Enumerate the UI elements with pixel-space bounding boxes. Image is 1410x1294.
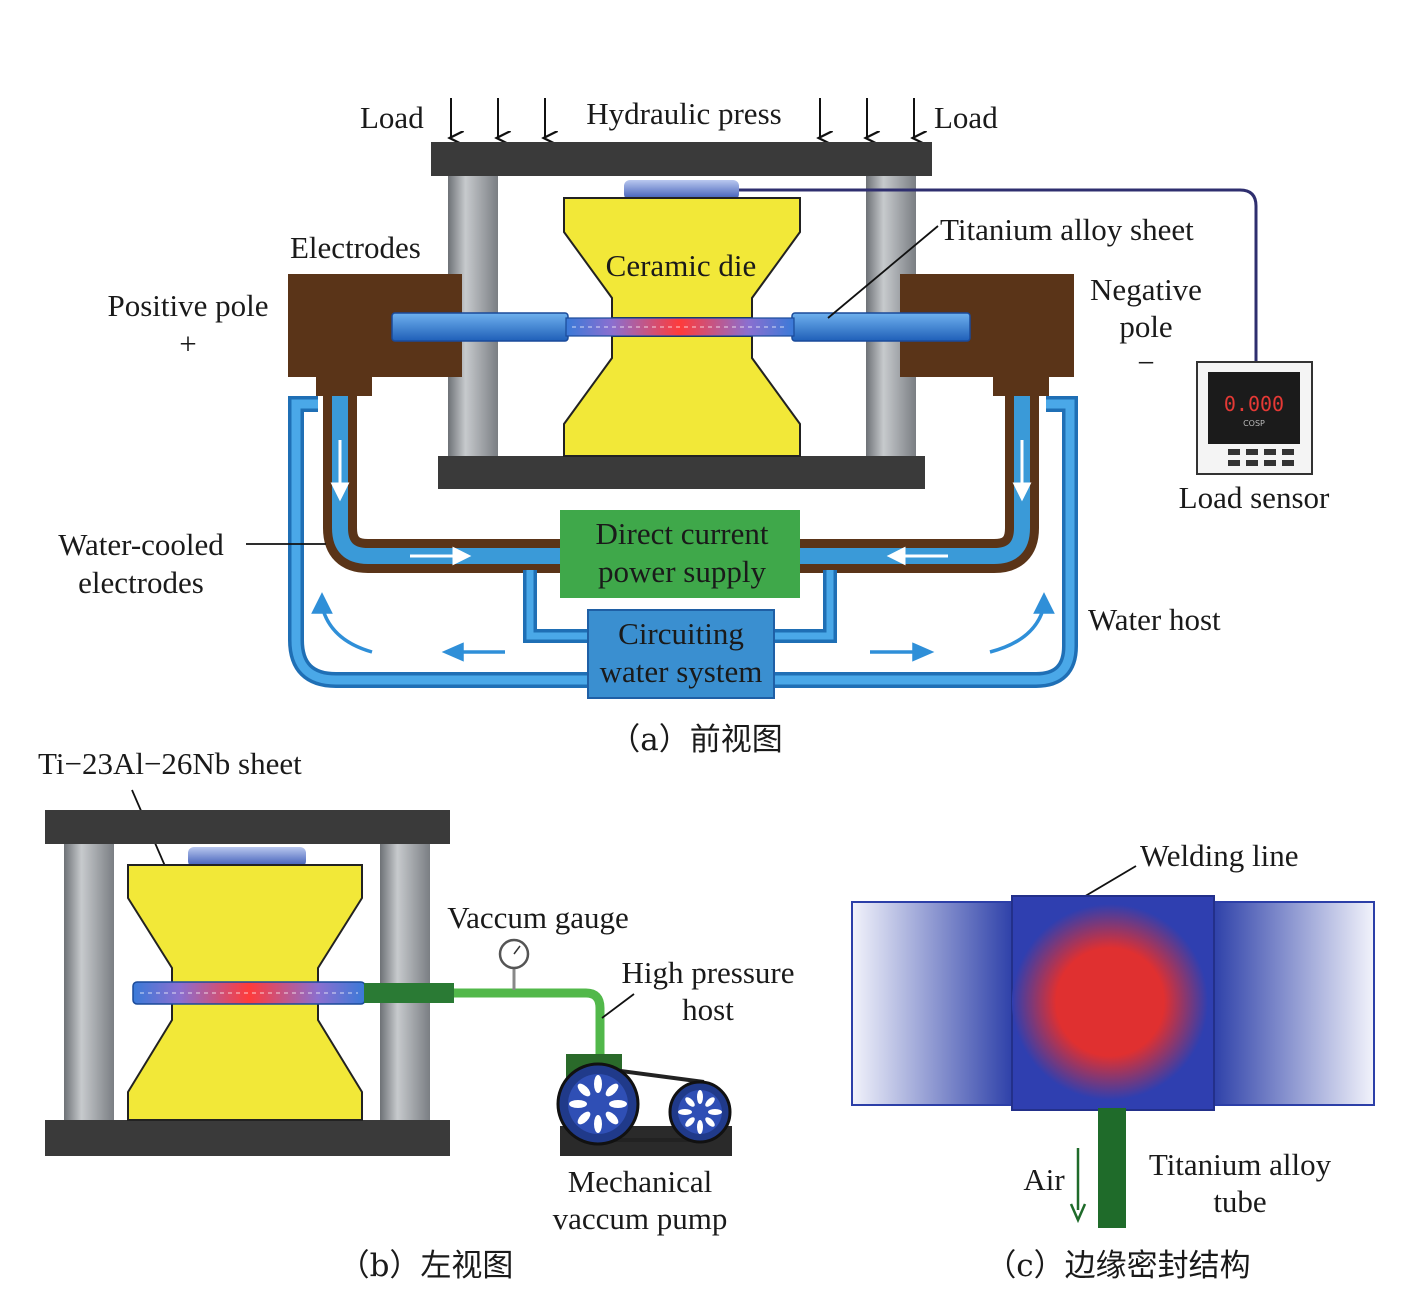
gauge-needle xyxy=(513,945,521,955)
high-pressure-label-line1: High pressure xyxy=(621,955,794,990)
electrode-rod-right xyxy=(791,312,971,342)
air-label: Air xyxy=(1023,1162,1065,1197)
tube-left-wall xyxy=(851,901,1015,1106)
side-column-right xyxy=(380,838,430,1126)
caption-b: （b）左视图 xyxy=(339,1248,514,1284)
panel-c-edge-seal: Welding line Air Titanium alloy tube （c）… xyxy=(851,838,1375,1284)
tube-label-line1: Titanium alloy xyxy=(1149,1147,1332,1182)
side-die-top xyxy=(127,864,363,985)
circ-water-label-line1: Circuiting xyxy=(618,616,744,651)
load-left-label: Load xyxy=(360,100,424,135)
negative-pole-label-line2: pole xyxy=(1119,309,1172,344)
side-die-bottom xyxy=(127,1001,363,1121)
titanium-sheet-leader xyxy=(827,225,939,319)
air-arrow-head xyxy=(1069,1203,1087,1224)
electrodes-label: Electrodes xyxy=(290,230,421,265)
gas-connector xyxy=(364,983,454,1003)
air-outlet-tube xyxy=(1098,1108,1126,1228)
negative-sign-label: − xyxy=(1137,345,1154,380)
electrode-stub-right xyxy=(993,376,1049,396)
positive-pole-label: Positive pole xyxy=(107,288,268,323)
press-bottom-plate xyxy=(438,456,925,489)
high-pressure-label-line2: host xyxy=(682,992,734,1027)
press-top-plate xyxy=(431,142,932,176)
dc-power-label-line2: power supply xyxy=(598,554,766,589)
side-load-pad xyxy=(188,847,306,867)
sensor-cable xyxy=(739,188,1258,365)
circulation-pipes xyxy=(523,570,837,643)
water-flow-arrows xyxy=(330,440,1032,566)
panel-b-side-view: Ti−23Al−26Nb sheet Vaccum gauge High pre… xyxy=(38,746,795,1284)
load-sensor-device: 0.000 COSP xyxy=(1196,361,1313,475)
mechanical-vaccum-pump-icon xyxy=(556,1054,732,1156)
positive-sign-label: + xyxy=(179,326,196,361)
load-arrows xyxy=(451,98,914,138)
tube-label-line2: tube xyxy=(1213,1184,1266,1219)
load-sensor-label: Load sensor xyxy=(1179,480,1330,515)
vaccum-gauge-label: Vaccum gauge xyxy=(447,900,629,935)
pump-label-line1: Mechanical xyxy=(568,1164,713,1199)
electrode-stub-left xyxy=(316,376,372,396)
ceramic-die-label: Ceramic die xyxy=(606,248,757,283)
dc-power-label-line1: Direct current xyxy=(596,516,769,551)
gas-pipe xyxy=(454,988,605,1056)
caption-c: （c）边缘密封结构 xyxy=(985,1248,1250,1284)
caption-a: （a）前视图 xyxy=(609,722,782,758)
side-column-left xyxy=(64,838,114,1126)
weld-heat-zone xyxy=(1012,904,1208,1100)
panel-a-front-view: Load Load Hydraulic press Ceramic die El… xyxy=(58,96,1330,758)
sheet-label: Ti−23Al−26Nb sheet xyxy=(38,746,302,781)
load-cell-pad xyxy=(624,180,739,200)
water-host-loop xyxy=(288,396,1078,688)
water-cooled-label-line1: Water-cooled xyxy=(58,527,224,562)
welding-line-label: Welding line xyxy=(1140,838,1299,873)
sensor-display-value: 0.000 xyxy=(1224,392,1284,416)
side-bottom-plate xyxy=(45,1120,450,1156)
negative-pole-label-line1: Negative xyxy=(1090,272,1202,307)
sensor-brand-text: COSP xyxy=(1243,419,1265,428)
electrode-rod-left xyxy=(391,312,569,342)
tube-right-wall xyxy=(1211,901,1375,1106)
dc-power-supply-box xyxy=(560,510,800,598)
titanium-sheet-label: Titanium alloy sheet xyxy=(940,212,1194,247)
water-host-arrows xyxy=(311,592,1055,662)
water-cooled-electrodes xyxy=(323,396,1039,573)
ceramic-die-bottom xyxy=(563,335,801,457)
high-pressure-leader xyxy=(601,993,635,1019)
welding-line-leader xyxy=(1081,865,1137,899)
circ-water-label-line2: water system xyxy=(600,654,763,689)
water-host-label: Water host xyxy=(1088,602,1221,637)
hydraulic-press-label: Hydraulic press xyxy=(586,96,781,131)
circuiting-water-box xyxy=(587,609,775,699)
side-top-plate xyxy=(45,810,450,844)
load-right-label: Load xyxy=(934,100,998,135)
pump-label-line2: vaccum pump xyxy=(553,1201,728,1236)
water-cooled-label-line2: electrodes xyxy=(78,565,204,600)
